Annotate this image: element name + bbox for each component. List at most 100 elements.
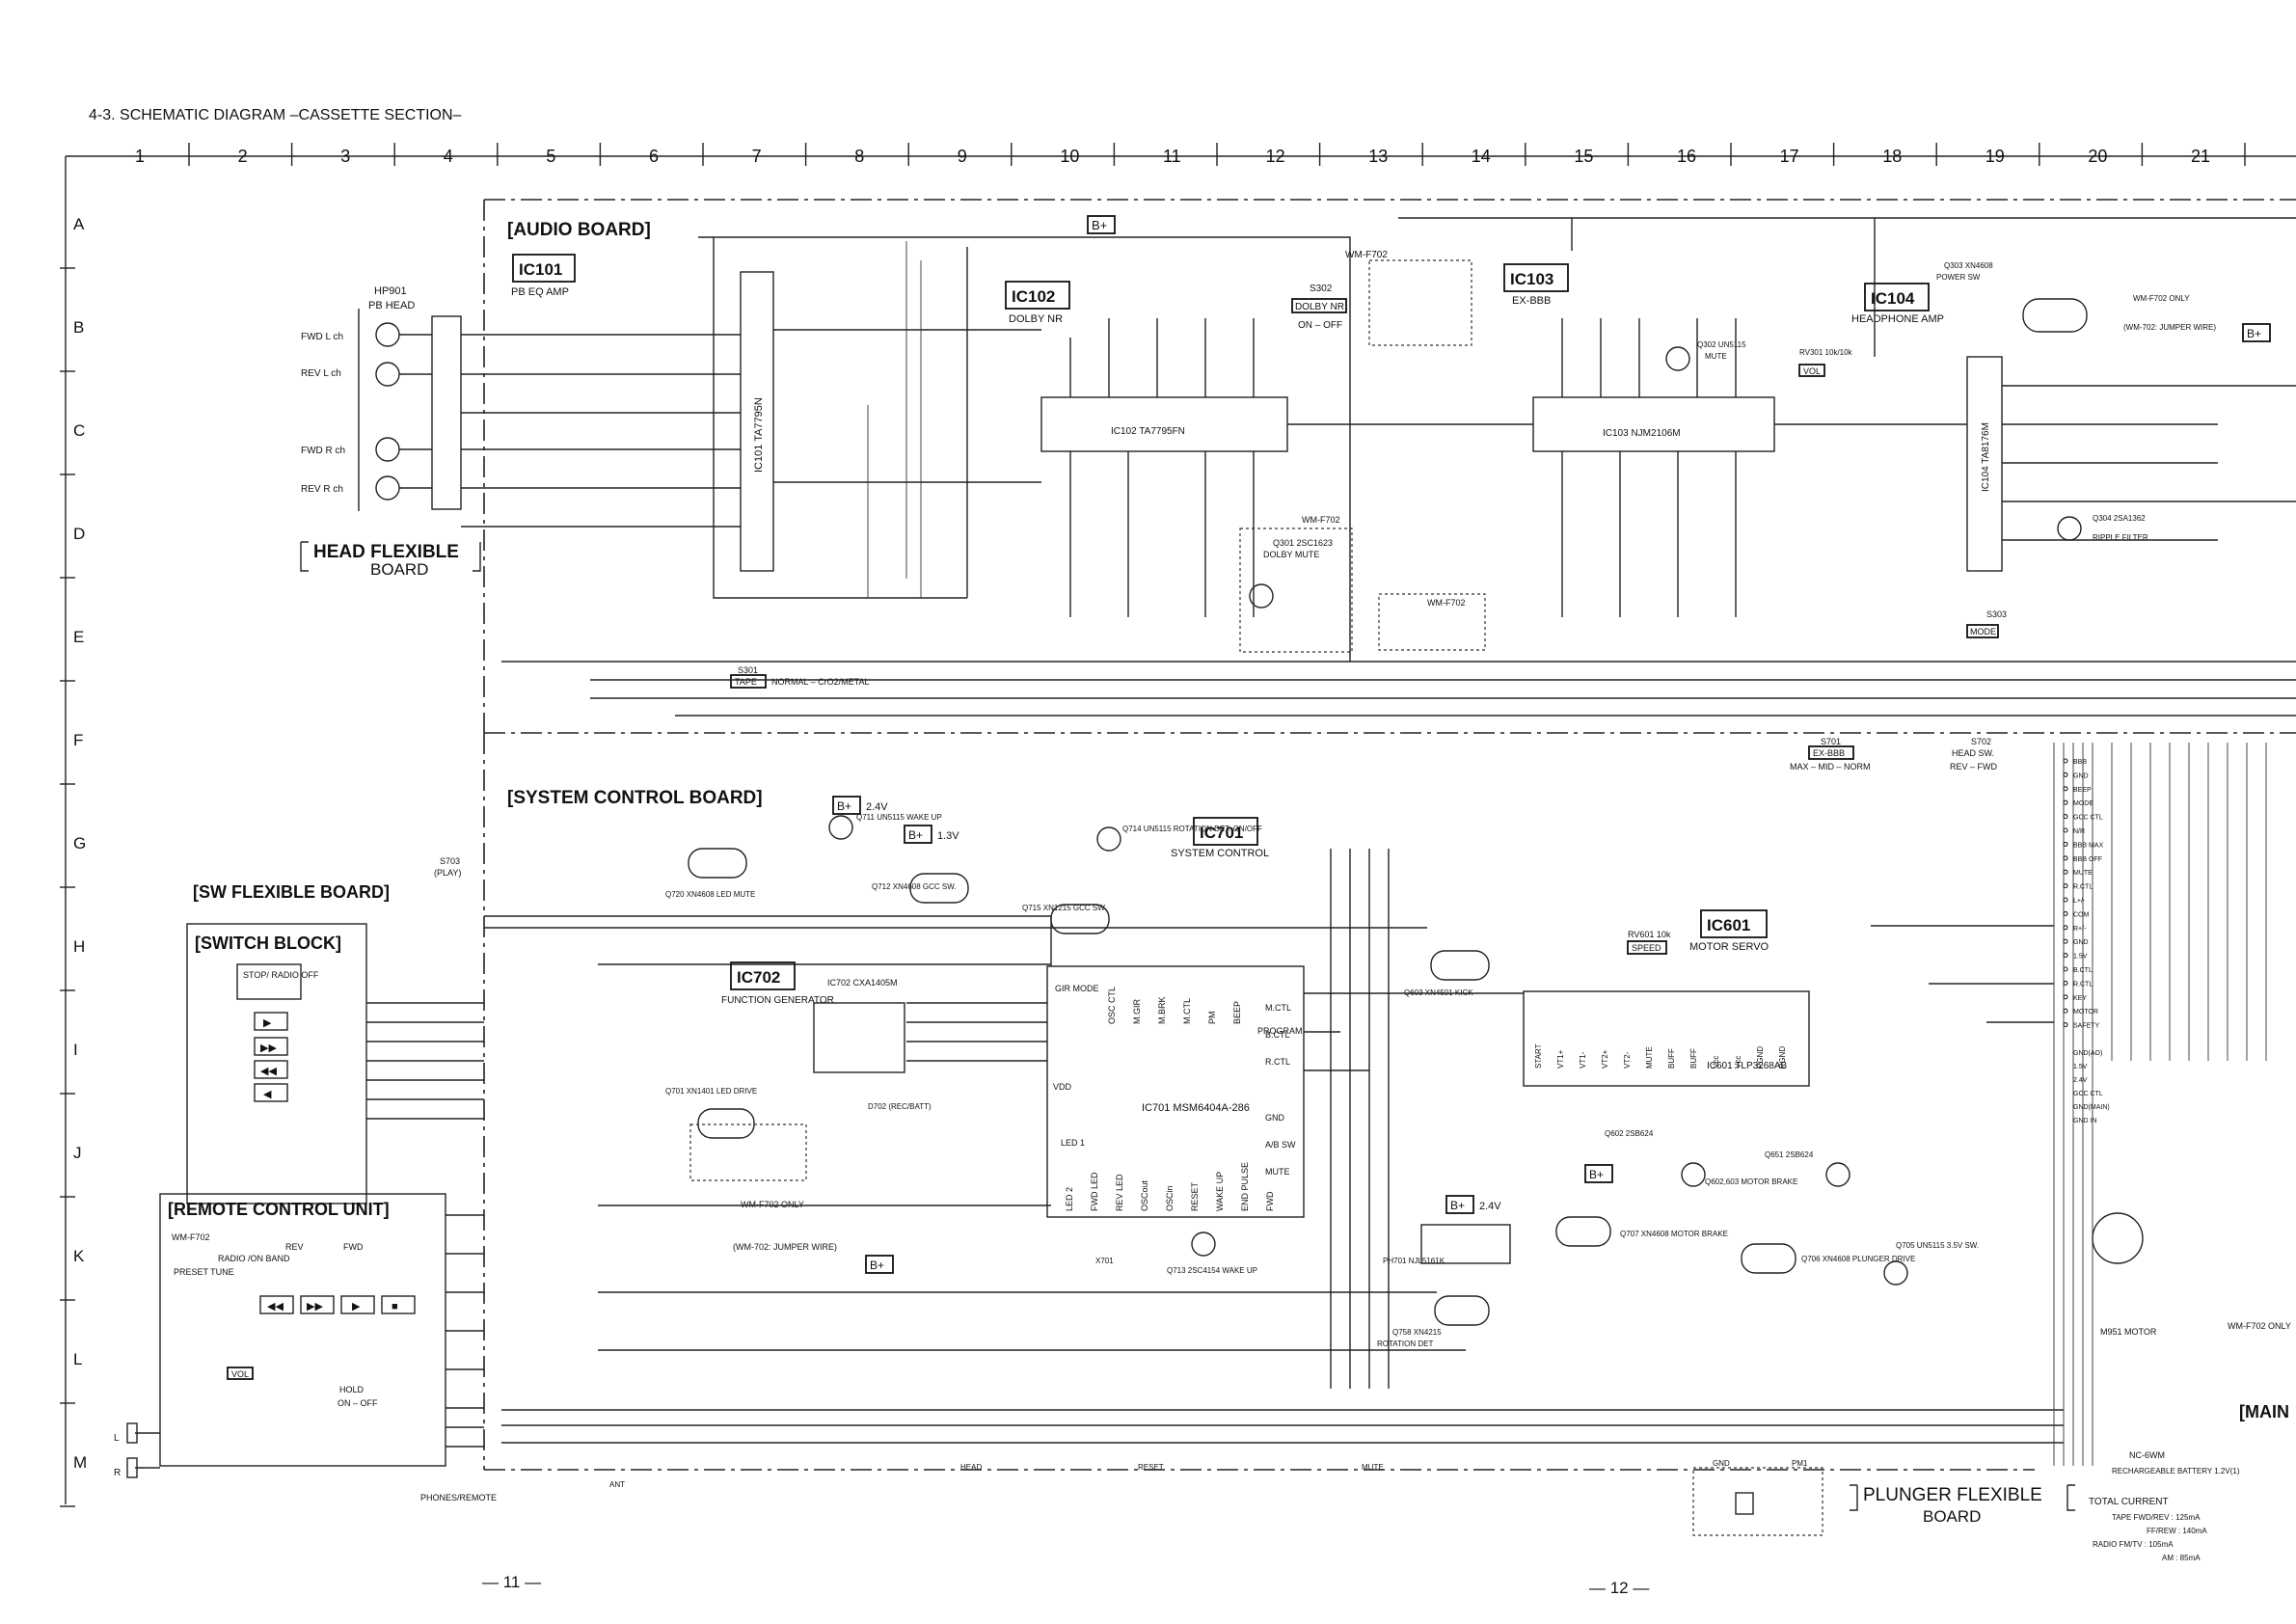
head-sw-label: HEAD SW.: [1952, 748, 1994, 758]
main-board-label: [MAIN: [2239, 1402, 2289, 1421]
wm-f702-label-audio: WM-F702: [1345, 250, 1388, 260]
plunger-pm1: PM1: [1792, 1459, 1808, 1468]
dolby-on-off: ON – OFF: [1298, 320, 1342, 331]
ic601-pin-label: PGND: [1756, 1046, 1765, 1069]
connector-pin-label: GCC CTL: [2073, 1091, 2103, 1097]
ic601-pin-label: VT1-: [1579, 1051, 1587, 1069]
system-traces: [484, 743, 2267, 1466]
s301-label: S301: [738, 665, 758, 675]
ic102-chip: [1040, 396, 1288, 452]
s703-play: (PLAY): [434, 868, 461, 878]
ic701-pin-label: M.BRK: [1157, 996, 1167, 1024]
s302-label: S302: [1310, 284, 1333, 294]
ic101-desc: PB EQ AMP: [511, 286, 569, 298]
grid-column-label: 6: [649, 147, 659, 166]
grid-row-label: G: [73, 834, 86, 853]
connector-pin-label: GND(AO): [2073, 1050, 2102, 1057]
grid-row-label: C: [73, 421, 85, 440]
remote-control-unit: [REMOTE CONTROL UNIT] WM-F702 RADIO /ON …: [114, 1193, 625, 1502]
grid-row-label: J: [73, 1144, 82, 1162]
jumper-sys: (WM-702: JUMPER WIRE): [733, 1242, 837, 1252]
ic701-pin-label: M.CTL: [1265, 1003, 1291, 1013]
speed-label: SPEED: [1632, 943, 1661, 953]
wm-f702-only-b: WM-F702 ONLY: [2133, 294, 2190, 303]
ic601-pin-label: START: [1534, 1043, 1543, 1069]
rotation-det-label: ROTATION DET: [1377, 1340, 1433, 1348]
grid-column-label: 14: [1472, 147, 1491, 166]
connector-pin-label: MODE: [2073, 800, 2093, 807]
connector-pin: [2063, 799, 2068, 805]
grid-column-label: 19: [1985, 147, 2005, 166]
q301-label: Q301 2SC1623: [1273, 538, 1333, 548]
ic601-pin-label: BUFF: [1689, 1048, 1698, 1069]
ic701-pin-label: M.CTL: [1182, 998, 1192, 1024]
q602-label: Q602 2SB624: [1605, 1129, 1654, 1138]
phones-remote-label: PHONES/REMOTE: [420, 1493, 497, 1502]
connector-pin: [2063, 980, 2068, 986]
connector-pin-label: MOTOR: [2073, 1009, 2098, 1015]
connector-pin-label: BEEP: [2073, 787, 2092, 794]
ic101-title: IC101: [519, 260, 562, 279]
ic701-pin-label: OSCin: [1165, 1185, 1175, 1211]
ic701-pin-label: RESET: [1190, 1181, 1200, 1211]
connector-pin: [2063, 994, 2068, 1000]
bplus-headphone: B+: [2247, 327, 2261, 340]
connector-pin-label: N/R: [2073, 828, 2085, 835]
x701-label: X701: [1095, 1257, 1114, 1265]
play-key-icon: ▶: [263, 1017, 272, 1029]
ic103-desc: EX-BBB: [1512, 295, 1551, 307]
connector-pin-label: B.CTL: [2073, 967, 2093, 974]
s702-label: S702: [1971, 737, 1991, 746]
connector-pin-label: R.CTL: [2073, 981, 2093, 988]
q707-label: Q707 XN4608 MOTOR BRAKE: [1620, 1230, 1728, 1238]
connector-pin-label: BBB MAX: [2073, 842, 2103, 849]
ic702-chip: [813, 1002, 905, 1073]
page-number-right: — 12 —: [1589, 1579, 1649, 1597]
ff-key-icon: ▶▶: [260, 1042, 277, 1054]
wm-f702-only-motor: WM-F702 ONLY: [2228, 1321, 2291, 1331]
bplus-wake: B+: [870, 1259, 884, 1272]
ic701-pin-label: OSC CTL: [1107, 987, 1117, 1024]
connector-pin-label: GND(MAIN): [2073, 1104, 2110, 1111]
s701-exbbb: EX-BBB: [1813, 748, 1845, 758]
rv301-vol: VOL: [1803, 366, 1821, 376]
ant-label: ANT: [609, 1480, 625, 1489]
max-mid-norm-label: MAX – MID – NORM: [1790, 762, 1871, 771]
audio-board: [AUDIO BOARD] HP901 PB HEAD FWD L ch REV…: [300, 199, 2296, 734]
ic103-chip: [1532, 396, 1775, 452]
rev-fwd-label: REV – FWD: [1950, 762, 1998, 771]
ic102-part: IC102 TA7795FN: [1111, 426, 1185, 437]
l-jack: L: [114, 1433, 120, 1444]
connector-pin: [2063, 883, 2068, 889]
remote-vol: VOL: [231, 1369, 249, 1379]
system-control-board: [SYSTEM CONTROL BOARD] B+ 2.4V B+ 1.3V I…: [483, 733, 2267, 1471]
r-jack: R: [114, 1468, 121, 1478]
ic701-pin-label: LED 2: [1065, 1187, 1074, 1211]
connector-pin: [2063, 938, 2068, 944]
grid-column-label: 9: [958, 147, 967, 166]
grid-column-label: 17: [1780, 147, 1799, 166]
connector-pin-label: BBB OFF: [2073, 856, 2102, 863]
grid-column-label: 4: [444, 147, 453, 166]
connector-pin: [2063, 841, 2068, 847]
connector-pin: [2063, 1008, 2068, 1014]
connector-pin: [2063, 910, 2068, 916]
head-line-label: HEAD: [960, 1463, 982, 1472]
s303-label: S303: [1986, 609, 2007, 619]
q715-label: Q715 XN1215 GCC SW.: [1022, 904, 1107, 912]
connector-pin: [2063, 827, 2068, 833]
motor-brake-label: Q602,603 MOTOR BRAKE: [1705, 1177, 1797, 1186]
tape-switch: TAPE: [735, 677, 757, 687]
ic701-pin-label: A/B SW: [1265, 1140, 1296, 1150]
q304-label: Q304 2SA1362: [2093, 514, 2146, 523]
ic701-pin-label: FWD: [1265, 1191, 1275, 1211]
ic103-title: IC103: [1510, 270, 1553, 288]
ic701-pin-label: GND: [1265, 1113, 1285, 1123]
connector-pin: [2063, 897, 2068, 903]
remote-label: [REMOTE CONTROL UNIT]: [168, 1200, 390, 1219]
